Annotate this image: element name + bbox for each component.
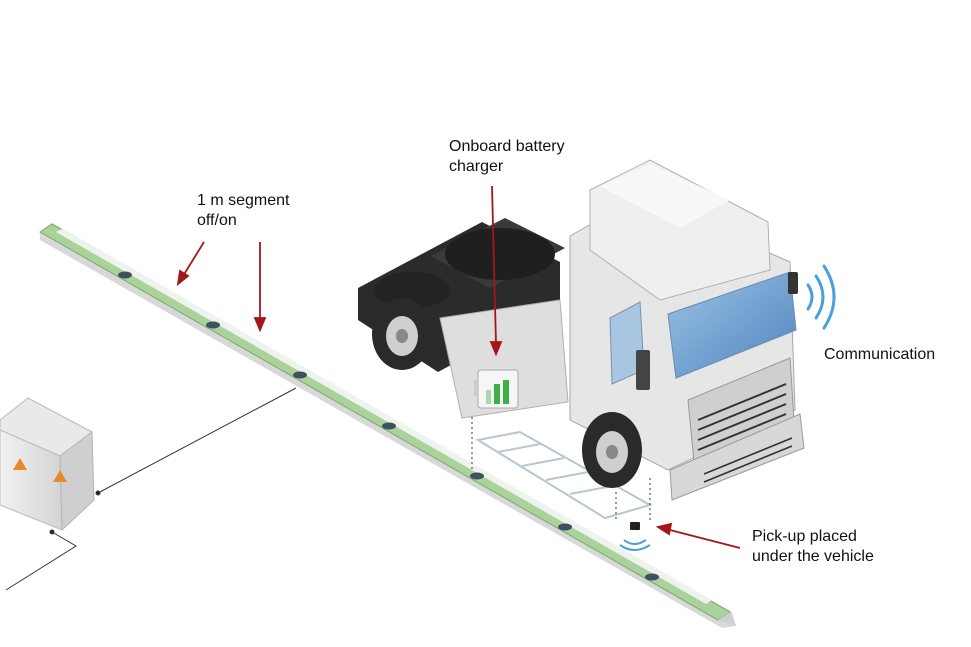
antenna-icon: [788, 272, 798, 294]
callout-arrows: [176, 185, 741, 549]
charger-label-line2: charger: [449, 158, 504, 175]
segment-label: 1 m segment off/on: [197, 191, 289, 231]
road-segment-strip: [39, 223, 736, 628]
pickup-label-line2: under the vehicle: [752, 548, 874, 565]
pickup-guides: [471, 412, 651, 520]
communication-label: Communication: [824, 346, 936, 363]
charger-label-line1: Onboard battery: [449, 138, 565, 155]
segment-markers: [118, 271, 659, 581]
signal-waves-icon: [806, 264, 836, 330]
rear-wheel: [372, 298, 432, 370]
front-wheel: [582, 412, 642, 488]
pickup-device: [619, 522, 651, 551]
warning-icon: [13, 458, 67, 482]
signal-waves-icon: [619, 539, 651, 551]
charger-label: Onboard battery charger: [449, 137, 565, 177]
pickup-label: Pick-up placed under the vehicle: [752, 527, 874, 567]
substation-box: [0, 397, 95, 532]
segment-label-line2: off/on: [197, 212, 237, 229]
truck: [358, 159, 805, 501]
power-cables: [5, 387, 297, 591]
battery-icon: [474, 369, 519, 409]
segment-label-line1: 1 m segment: [197, 192, 290, 209]
pickup-label-line1: Pick-up placed: [752, 528, 857, 545]
